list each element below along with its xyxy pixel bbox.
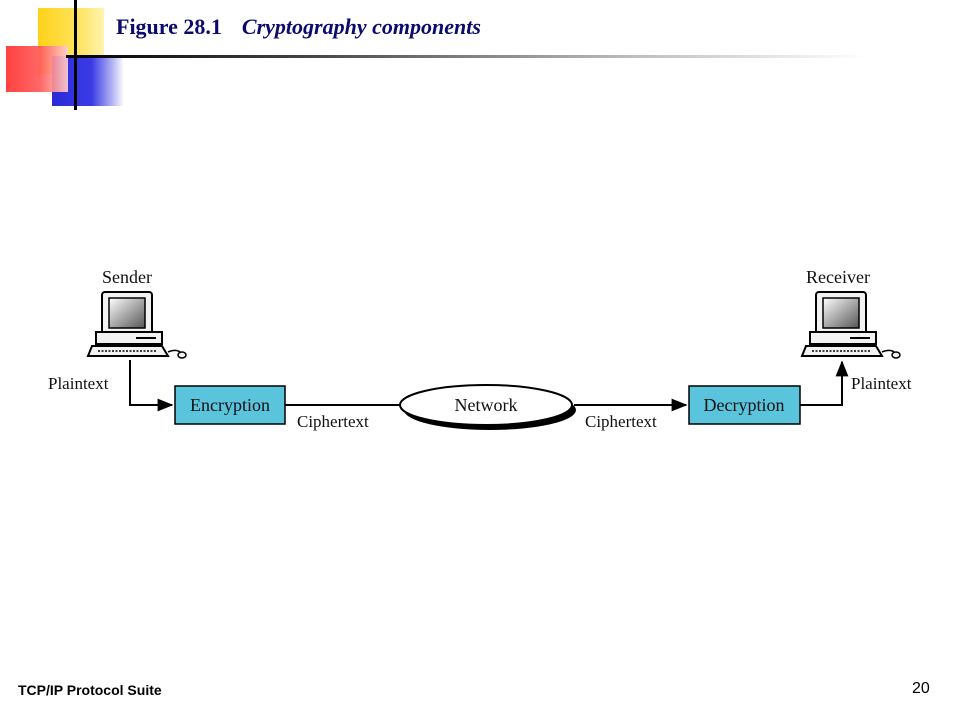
footer-title: TCP/IP Protocol Suite — [18, 682, 162, 698]
decor-title-underline — [66, 55, 866, 58]
ciphertext-left-label: Ciphertext — [297, 412, 369, 431]
decor-red-square — [6, 46, 68, 92]
encryption-box — [174, 385, 286, 425]
figure-title: Figure 28.1 Cryptography components — [116, 14, 481, 40]
network-ellipse — [399, 384, 576, 430]
decryption-label: Decryption — [704, 395, 785, 415]
receiver-label: Receiver — [806, 267, 870, 287]
plaintext-arrow-receiver — [800, 360, 849, 406]
plaintext-arrow-sender — [129, 360, 174, 412]
page-number: 20 — [912, 680, 930, 697]
network-label: Network — [455, 395, 518, 415]
receiver-plaintext-label: Plaintext — [851, 374, 912, 393]
sender-computer-icon — [86, 291, 187, 359]
sender-plaintext-label: Plaintext — [48, 374, 109, 393]
decryption-box — [688, 385, 801, 425]
figure-name: Cryptography components — [241, 14, 481, 39]
figure-number: Figure 28.1 — [116, 14, 222, 39]
ciphertext-right-label: Ciphertext — [585, 412, 657, 431]
sender-label: Sender — [102, 267, 152, 287]
encryption-label: Encryption — [190, 395, 270, 415]
receiver-computer-icon — [800, 291, 901, 359]
